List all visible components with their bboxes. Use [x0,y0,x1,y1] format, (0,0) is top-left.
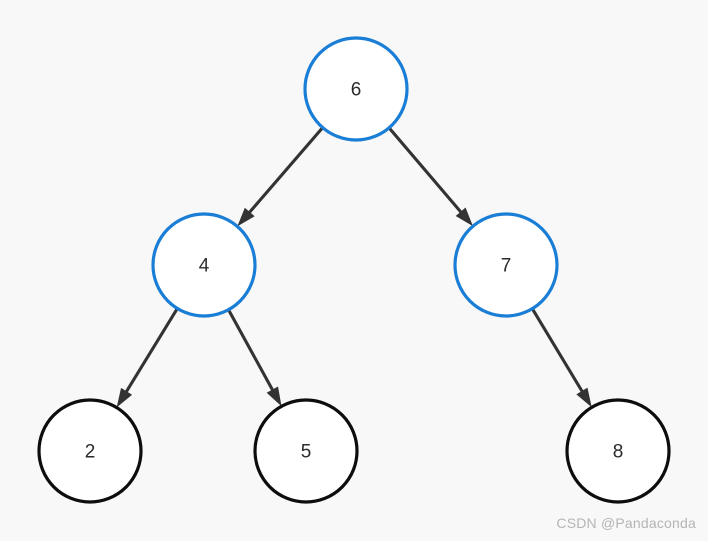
tree-node-2[interactable]: 2 [37,398,143,504]
node-circle[interactable] [37,398,143,504]
tree-edge-6-to-4 [237,126,324,227]
edge-shaft [530,307,585,395]
tree-edge-6-to-7 [387,126,473,227]
edge-shaft [227,308,276,393]
arrowhead-icon [237,207,255,227]
edge-shaft [387,126,464,216]
tree-node-4[interactable]: 4 [151,212,257,318]
node-value-label: 7 [501,256,512,277]
edge-shaft [123,307,179,395]
node-value-label: 4 [199,256,210,277]
tree-node-5[interactable]: 5 [253,398,359,504]
node-circle[interactable] [151,212,257,318]
arrowhead-icon [455,207,473,227]
arrowhead-icon [116,387,133,408]
node-circle[interactable] [453,212,559,318]
node-value-label: 2 [85,442,96,463]
node-circle[interactable] [565,398,671,504]
tree-edge-4-to-2 [116,307,179,408]
node-circle[interactable] [303,36,409,142]
arrowhead-icon [576,387,592,408]
edges-layer [116,126,592,408]
tree-edge-7-to-8 [530,307,592,408]
arrowhead-icon [266,386,282,407]
tree-node-7[interactable]: 7 [453,212,559,318]
node-value-label: 5 [301,442,312,463]
node-circle[interactable] [253,398,359,504]
node-value-label: 8 [613,442,624,463]
watermark-label: CSDN @Pandaconda [556,515,696,531]
node-value-label: 6 [351,80,362,101]
nodes-layer: 6 4 7 2 5 8 [37,36,671,504]
tree-edge-4-to-5 [227,308,282,407]
tree-node-8[interactable]: 8 [565,398,671,504]
tree-node-6[interactable]: 6 [303,36,409,142]
edge-shaft [246,126,324,216]
